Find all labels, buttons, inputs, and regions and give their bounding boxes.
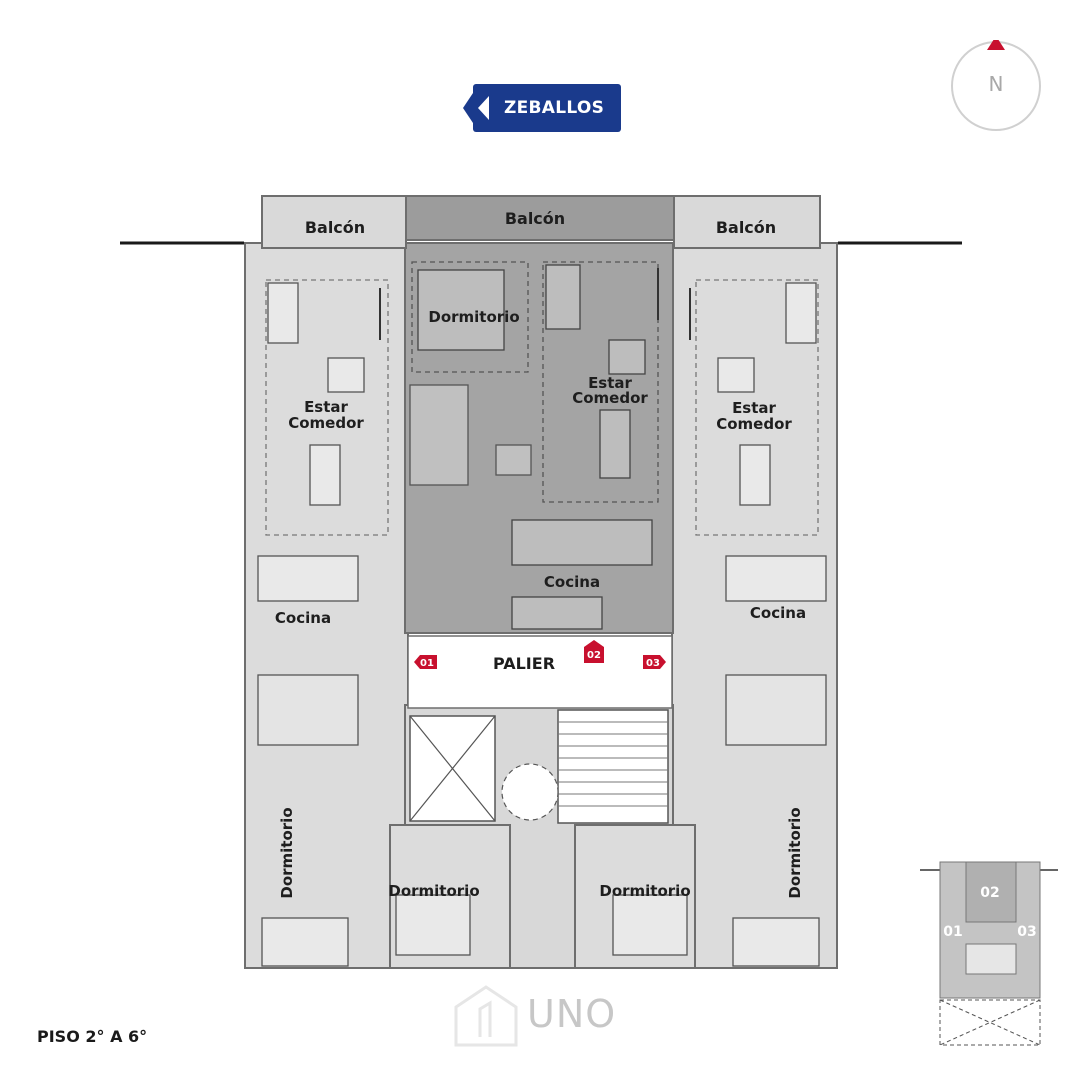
label-cocina-right: Cocina — [750, 604, 806, 622]
street-sign — [463, 84, 621, 132]
balcony-right — [673, 195, 821, 249]
floor-label: PISO 2° A 6° — [37, 1027, 148, 1046]
label-estar-right-2: Comedor — [716, 415, 792, 433]
label-dormitorio-top: Dormitorio — [428, 308, 519, 326]
svg-text:03: 03 — [646, 658, 660, 669]
unit-marker-02: 02 — [584, 640, 604, 663]
label-balcon-center: Balcón — [505, 209, 565, 228]
label-dormitorio-bottom-left: Dormitorio — [388, 882, 479, 900]
label-palier: PALIER — [493, 654, 555, 673]
watermark-logo-icon — [454, 985, 518, 1047]
svg-text:02: 02 — [587, 650, 601, 661]
label-balcon-right: Balcón — [716, 218, 776, 237]
label-balcon-left: Balcón — [305, 218, 365, 237]
palier-hall — [407, 635, 673, 709]
label-estar-right-1: Estar — [732, 399, 776, 417]
north-arrow-icon — [987, 40, 1005, 50]
unit-01-area — [244, 242, 409, 969]
label-cocina-center: Cocina — [544, 573, 600, 591]
label-estar-center-1: Estar — [588, 374, 632, 392]
watermark-text: UNO — [527, 992, 617, 1036]
unit-marker-01: 01 — [414, 655, 437, 669]
key-plan-02: 02 — [980, 885, 999, 901]
label-estar-left-1: Estar — [304, 398, 348, 416]
label-estar-left-2: Comedor — [288, 414, 364, 432]
label-estar-center-2: Comedor — [572, 389, 648, 407]
key-plan-01: 01 — [943, 924, 962, 940]
key-plan-03: 03 — [1017, 924, 1036, 940]
label-dormitorio-bottom-right: Dormitorio — [599, 882, 690, 900]
key-plan: 02 01 03 — [920, 861, 1058, 1046]
label-dormitorio-left: Dormitorio — [278, 807, 296, 898]
label-cocina-left: Cocina — [275, 609, 331, 627]
svg-text:01: 01 — [420, 658, 434, 669]
compass-label: N — [988, 72, 1004, 96]
chevron-left-icon — [478, 96, 489, 120]
label-dormitorio-right: Dormitorio — [786, 807, 804, 898]
street-name: ZEBALLOS — [504, 98, 605, 118]
unit-marker-03: 03 — [643, 655, 666, 669]
compass-icon — [951, 40, 1041, 131]
